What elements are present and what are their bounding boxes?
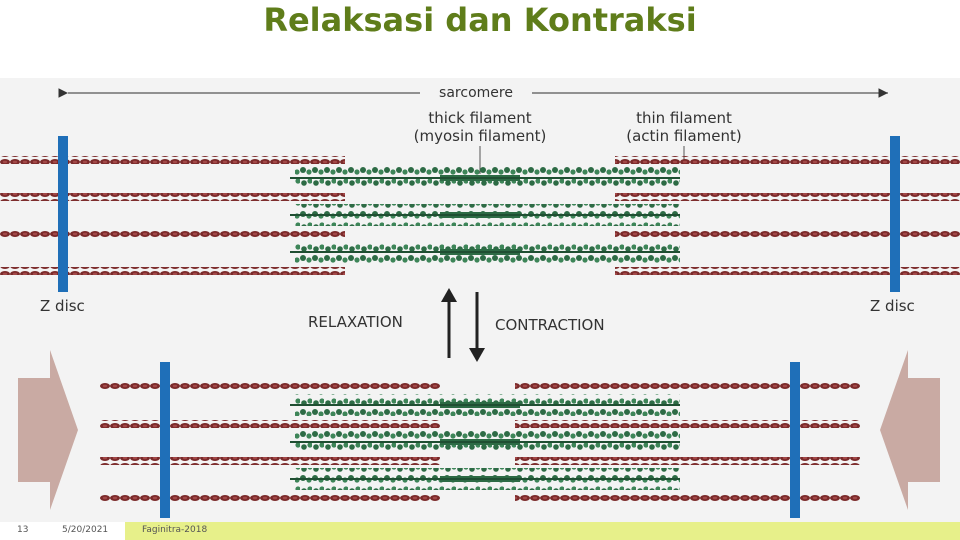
z-disc-left [58,136,68,292]
compression-arrow-left [18,350,78,510]
actin-filament [100,383,440,391]
thin-filament-label: thin filament [636,109,732,127]
footer-date: 5/20/2021 [62,525,108,535]
myosin-filament-label: (myosin filament) [414,127,547,145]
z-disc-left-label: Z disc [40,297,85,315]
relaxation-arrow-head [441,288,457,302]
relaxation-label: RELAXATION [308,313,403,331]
z-disc-right [890,136,900,292]
actin-filament [100,457,440,465]
actin-filament [615,267,960,275]
myosin-filament [290,394,680,416]
actin-filament [0,267,345,275]
actin-filament [0,230,345,238]
z-disc-right-label: Z disc [870,297,915,315]
actin-filament [615,193,960,201]
slide-footer: 13 5/20/2021 Faginitra-2018 [0,522,960,540]
actin-filament [515,420,860,428]
actin-filament [100,420,440,428]
actin-filament [515,383,860,391]
actin-filament-label: (actin filament) [626,127,742,145]
myosin-filament [290,241,680,263]
actin-filament [0,156,345,164]
actin-filament [0,193,345,201]
footer-author: Faginitra-2018 [142,525,207,535]
myosin-filament [290,468,680,490]
z-disc-right [790,362,800,518]
actin-filament [515,494,860,502]
actin-filament [615,230,960,238]
contraction-label: CONTRACTION [495,316,605,334]
myosin-filament [290,431,680,453]
compression-arrow-right [880,350,940,510]
sarcomere-diagram: sarcomere thick filament (myosin filamen… [0,78,960,522]
myosin-filament [290,204,680,226]
contracted-sarcomere [18,350,940,518]
slide-number: 13 [17,525,28,535]
contraction-arrow-head [469,348,485,362]
myosin-filament [290,167,680,189]
z-disc-left [160,362,170,518]
footer-right-block [125,522,960,540]
actin-filament [615,156,960,164]
thick-filament-label: thick filament [428,109,531,127]
actin-filament [100,494,440,502]
slide-title: Relaksasi dan Kontraksi [0,0,960,40]
sarcomere-label: sarcomere [439,85,513,101]
actin-filament [515,457,860,465]
